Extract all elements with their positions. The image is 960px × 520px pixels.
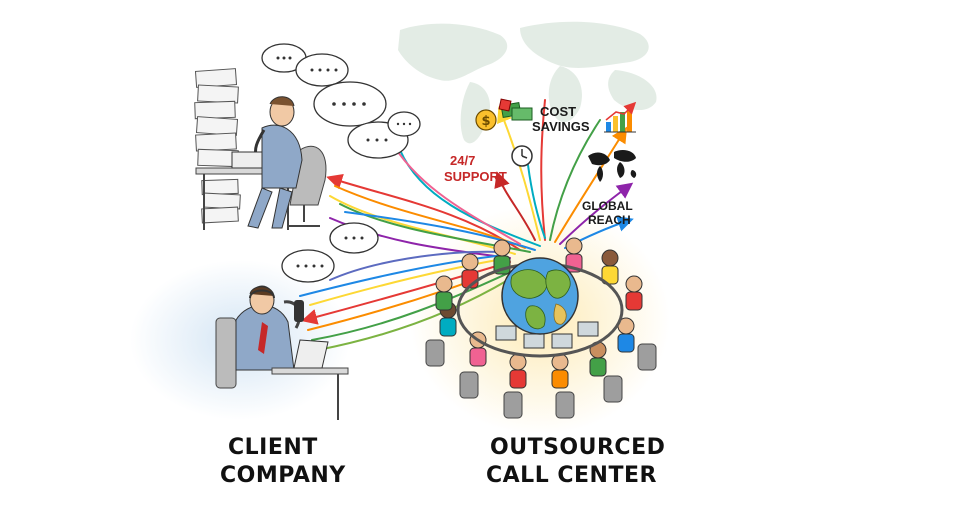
laptop-icon [293, 339, 329, 369]
support-label-line2: SUPPORT [444, 169, 507, 184]
world-map-icon [588, 150, 637, 182]
global-reach-label-line1: GLOBAL [582, 199, 633, 213]
call-center-title-line2: CALL CENTER [486, 463, 657, 488]
globe-icon [501, 257, 579, 335]
support-label-line1: 24/7 [450, 153, 475, 168]
global-reach-label-line2: REACH [588, 213, 631, 227]
call-center-agents [425, 237, 657, 419]
call-center-title-line1: OUTSOURCED [490, 435, 665, 460]
client-speech-bubbles [281, 222, 379, 283]
stressed-office-worker [194, 68, 327, 230]
bar-chart-icon [604, 101, 637, 133]
svg-text:$: $ [481, 114, 490, 129]
client-company-title-line1: CLIENT [228, 435, 318, 460]
cost-savings-label-line1: COST [540, 104, 576, 119]
client-bubble-dots [296, 236, 364, 268]
telephone-icon [294, 300, 304, 322]
dollar-coin-icon: $ [475, 109, 497, 131]
speech-bubble-dots [276, 56, 412, 142]
cost-savings-label-line2: SAVINGS [532, 119, 590, 134]
background-world-map [398, 21, 657, 144]
client-phone-worker [215, 285, 349, 420]
client-company-title-line2: COMPANY [220, 463, 346, 488]
cash-stack-icon [498, 98, 533, 121]
clock-icon [511, 145, 533, 167]
